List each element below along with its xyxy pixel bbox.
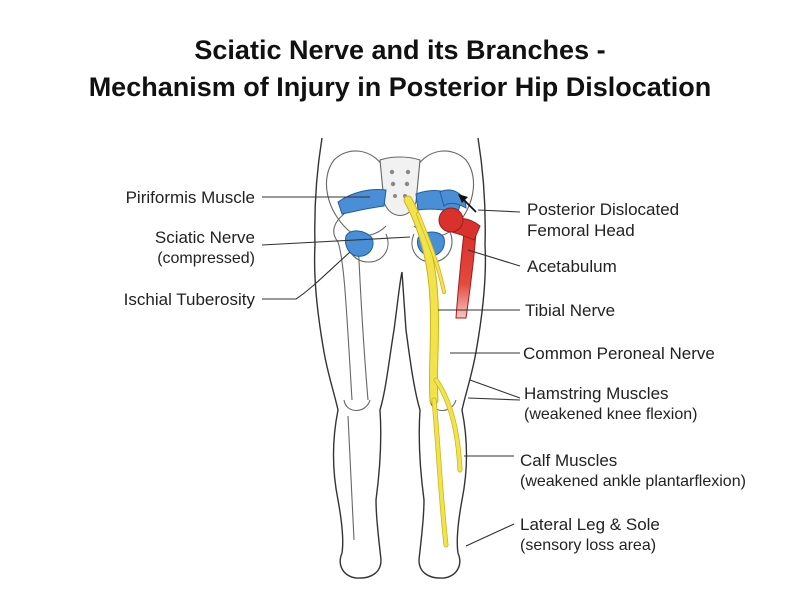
label-hamstring-muscles: Hamstring Muscles xyxy=(524,384,669,403)
label-lateral-leg-sole: Lateral Leg & Sole xyxy=(520,515,660,534)
label-common-peroneal-nerve: Common Peroneal Nerve xyxy=(523,344,715,363)
dislocation-arrow xyxy=(463,199,477,213)
label-piriformis-muscle: Piriformis Muscle xyxy=(126,188,255,207)
label-ischial-tuberosity: Ischial Tuberosity xyxy=(124,290,256,309)
label-femoral-head-sub: Femoral Head xyxy=(527,221,635,240)
label-sciatic-nerve-sub: (compressed) xyxy=(157,250,255,267)
label-hamstring-muscles-sub: (weakened knee flexion) xyxy=(524,406,697,423)
diagram-title-line-2: Mechanism of Injury in Posterior Hip Dis… xyxy=(88,72,712,102)
label-tibial-nerve: Tibial Nerve xyxy=(525,301,615,320)
label-lateral-leg-sole-sub: (sensory loss area) xyxy=(520,537,656,554)
sciatic-nerve xyxy=(403,195,463,548)
label-calf-muscles-sub: (weakened ankle plantarflexion) xyxy=(520,473,746,490)
left-knee xyxy=(343,399,371,541)
label-calf-muscles: Calf Muscles xyxy=(520,451,617,470)
diagram-title-line-1: Sciatic Nerve and its Branches - xyxy=(194,35,606,65)
dislocation-arrow-head xyxy=(458,194,468,203)
label-femoral-head: Posterior Dislocated xyxy=(527,200,679,219)
ischial-tuberosity-left xyxy=(345,230,374,257)
dislocated-femoral-head xyxy=(438,207,464,233)
label-acetabulum: Acetabulum xyxy=(527,257,617,276)
label-sciatic-nerve: Sciatic Nerve xyxy=(155,228,255,247)
leader-lines xyxy=(261,196,521,547)
piriformis-muscle xyxy=(337,189,387,215)
